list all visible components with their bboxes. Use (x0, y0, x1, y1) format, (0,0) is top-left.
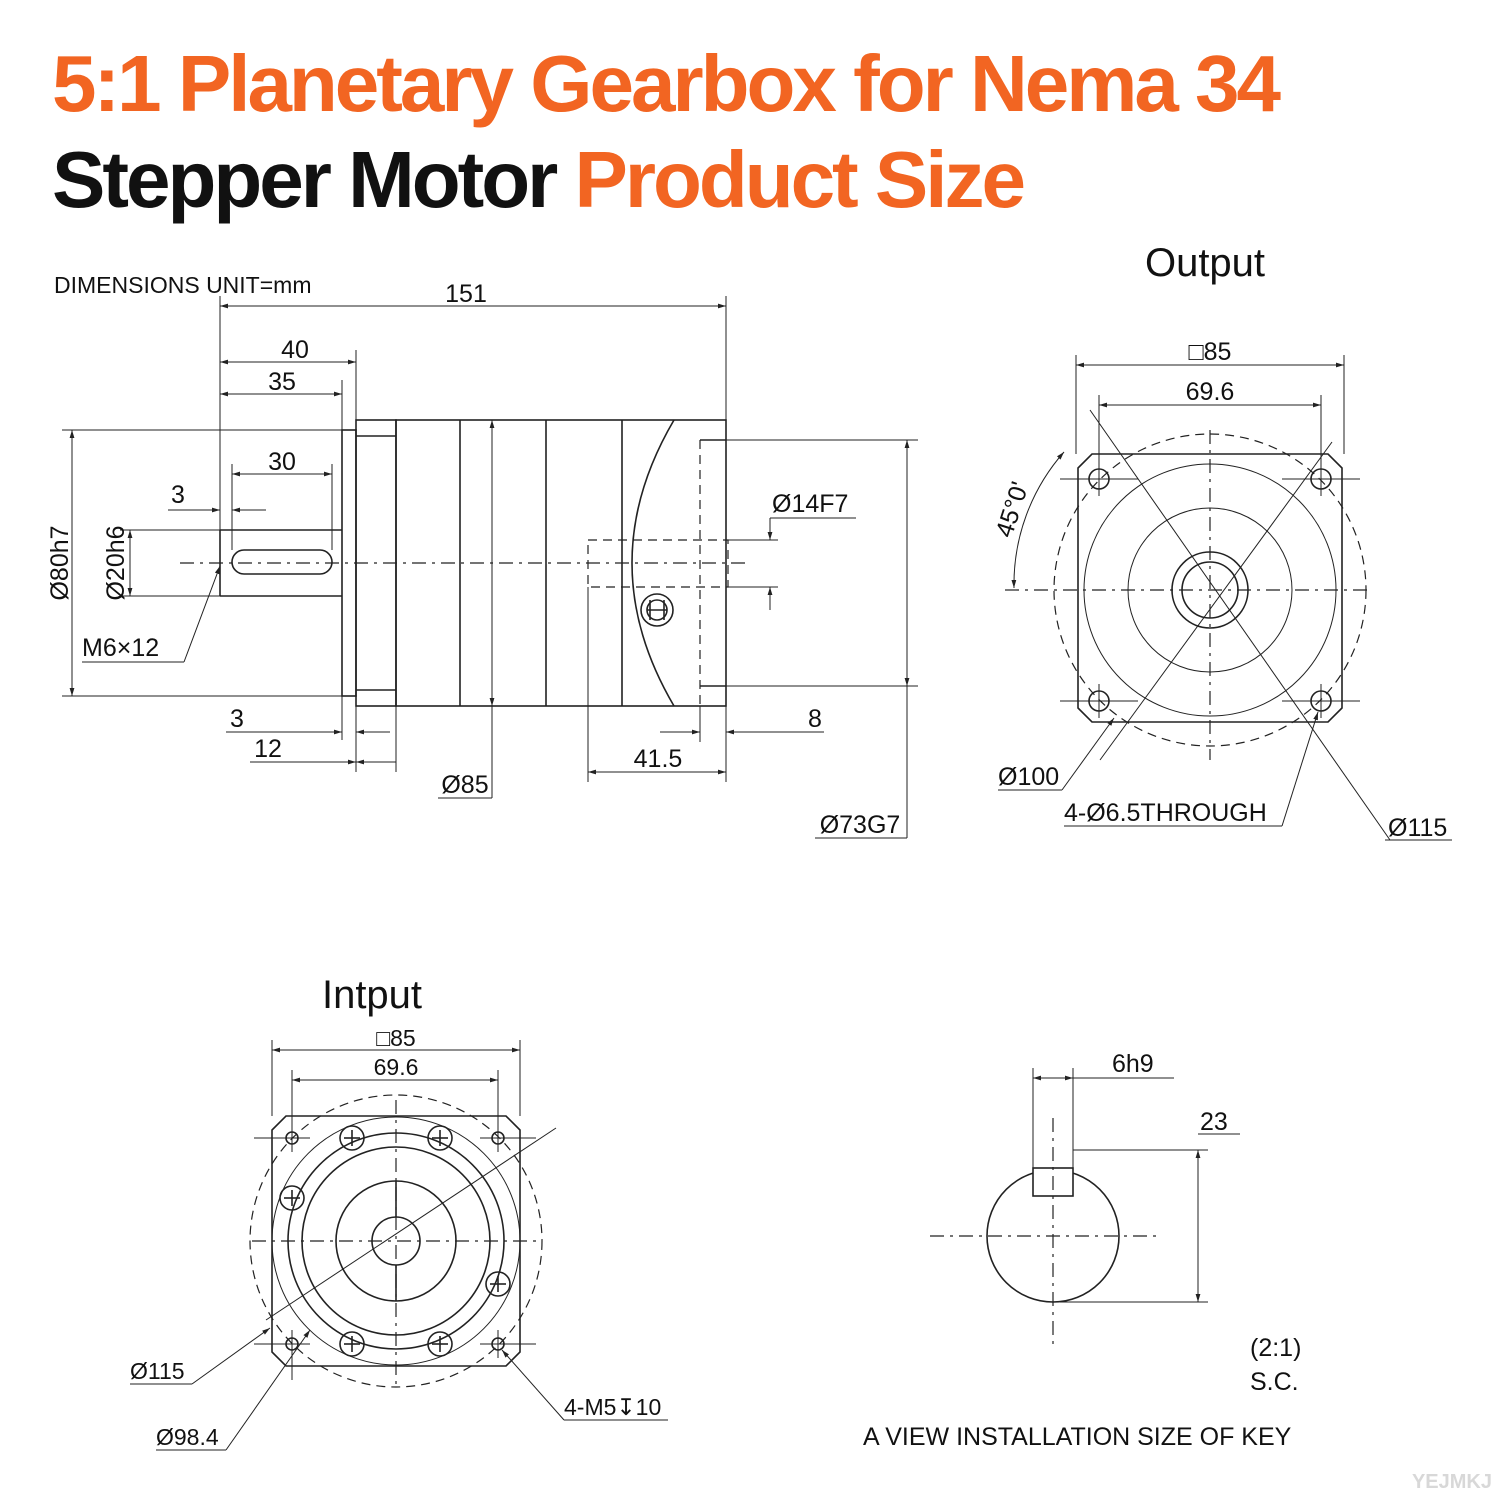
output-flange-square (1077, 453, 1343, 723)
output-heading: Output (1145, 241, 1265, 285)
input-heading: Intput (322, 973, 422, 1017)
output-circle-100: Ø100 (998, 763, 1059, 791)
thread-spec: M6×12 (82, 634, 159, 662)
input-circle-115-label: Ø115 (130, 1358, 185, 1384)
key-view-caption: A VIEW INSTALLATION SIZE OF KEY (863, 1423, 1292, 1451)
clamp-screw-icon (640, 593, 674, 627)
output-shaft (219, 529, 342, 597)
output-view: Output □85 69.6 (990, 241, 1452, 842)
input-flange-square (271, 1115, 521, 1367)
title-line-1: 5:1 Planetary Gearbox for Nema 34 (52, 39, 1281, 128)
dim-flange-12: 12 (254, 735, 282, 763)
input-view: Intput □85 (130, 973, 668, 1451)
dim-body-dia: Ø80h7 (46, 525, 74, 600)
input-square-dim: □85 (376, 1025, 415, 1051)
dim-pilot-dia: Ø73G7 (820, 811, 901, 839)
output-circle-115-label: Ø115 (1388, 814, 1447, 842)
title-orange-part: Product Size (574, 135, 1026, 224)
input-tapped-holes (279, 1125, 511, 1357)
gearbox-body (341, 419, 729, 707)
dim-total-length: 151 (445, 280, 487, 308)
output-holes-spec: 4-Ø6.5THROUGH (1064, 799, 1267, 827)
key-height-dim: 23 (1200, 1108, 1228, 1136)
input-holes-spec: 4-M5↧10 (564, 1394, 661, 1420)
scale-ratio: (2:1) (1250, 1334, 1301, 1362)
input-circle-984-label: Ø98.4 (156, 1424, 219, 1450)
key-width-dim: 6h9 (1112, 1050, 1154, 1078)
dim-bore-depth: 41.5 (634, 745, 683, 773)
shaft-key (231, 549, 333, 575)
output-angle-dim: 45°0' (990, 478, 1034, 540)
dim-key-offset-3: 3 (171, 481, 185, 509)
dim-bore-dia: Ø14F7 (772, 490, 848, 518)
title-black-part: Stepper Motor (52, 135, 558, 224)
scale-label: S.C. (1250, 1368, 1299, 1396)
dim-shaft-dia: Ø20h6 (102, 525, 130, 600)
dim-shaft-35: 35 (268, 368, 296, 396)
input-bore-hidden (587, 539, 729, 588)
watermark: YEJMKJ (1412, 1471, 1492, 1493)
dim-recess-8: 8 (808, 705, 822, 733)
dim-flange-dia: Ø85 (441, 771, 488, 799)
title-line-2: Stepper Motor Product Size (52, 140, 1026, 220)
output-square-dim: □85 (1189, 338, 1232, 366)
input-mounting-holes (254, 1124, 536, 1380)
input-circle-115 (249, 1094, 543, 1388)
dim-shaft-40: 40 (281, 336, 309, 364)
dim-key-30: 30 (268, 448, 296, 476)
output-pcd-dim: 69.6 (1186, 378, 1235, 406)
key-view: 6h9 23 (2:1) S.C. A VIEW INSTALLATION SI… (863, 1050, 1301, 1451)
output-mounting-holes (1060, 462, 1360, 718)
unit-note: DIMENSIONS UNIT=mm (54, 272, 311, 298)
side-view: DIMENSIONS UNIT=mm (46, 272, 918, 839)
dim-flange-3: 3 (230, 705, 244, 733)
input-pcd-dim: 69.6 (374, 1054, 419, 1080)
